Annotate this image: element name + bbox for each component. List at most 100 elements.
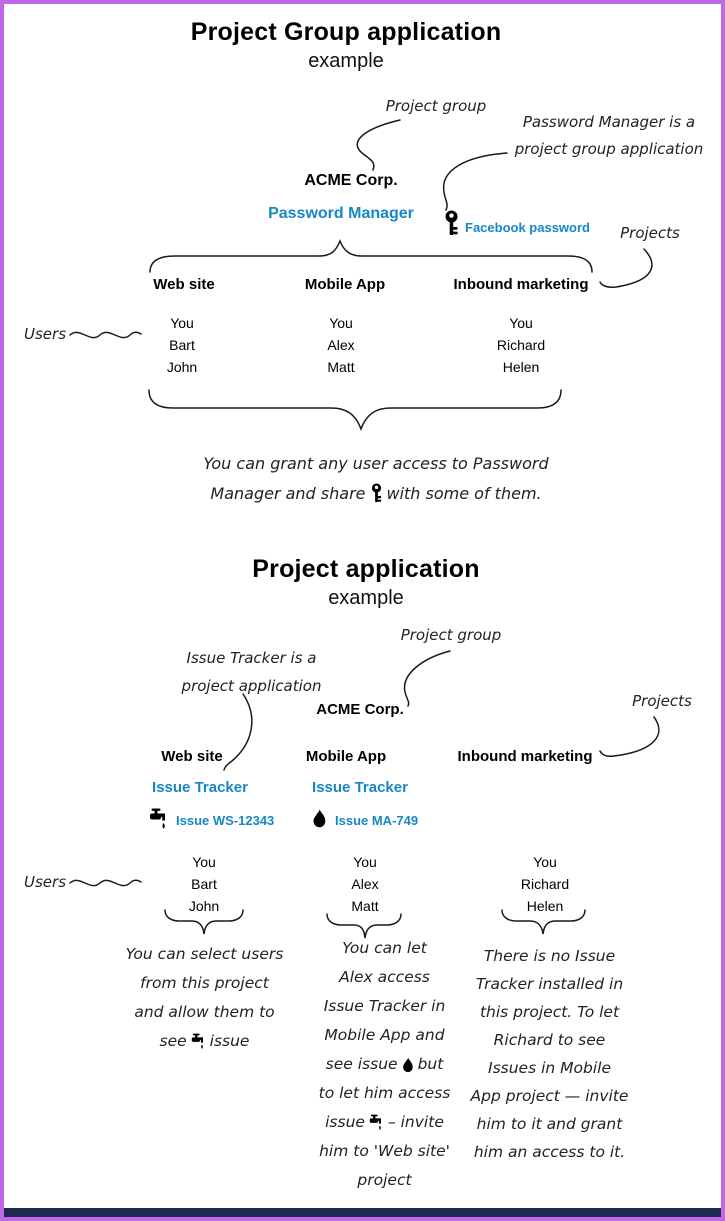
user-name: Bart	[191, 876, 217, 892]
user-name: Matt	[327, 359, 355, 375]
issue-label: Issue MA-749	[335, 813, 419, 828]
group-app-name: Password Manager	[268, 205, 414, 222]
note-line: Tracker installed in	[475, 975, 624, 993]
project-example-title: Project application	[252, 555, 480, 583]
annotation-app-note-top: Password Manager is a project group appl…	[502, 109, 716, 163]
project-users-list: You Alex Matt	[281, 312, 401, 378]
annotation-app-note-bottom: Issue Tracker is a project application	[169, 644, 334, 700]
faucet-icon	[149, 808, 169, 830]
note-line: to let him access	[318, 1084, 451, 1102]
brace-users-top	[148, 389, 562, 432]
user-name: Helen	[526, 898, 564, 914]
grant-note-text: Manager and share	[210, 484, 366, 503]
flame-icon	[402, 1057, 414, 1073]
project-column-header: Inbound marketing	[457, 748, 593, 765]
note-line: There is no Issue	[483, 947, 616, 965]
note-mobile-app: You can let Alex access Issue Tracker in…	[292, 934, 477, 1195]
note-line: Issues in Mobile	[488, 1059, 611, 1077]
user-name: Alex	[351, 876, 379, 892]
annotation-project-group-top: Project group	[385, 97, 487, 115]
connector-projects-top	[599, 248, 653, 288]
connector-project-group-bottom	[403, 650, 451, 707]
note-line: issue– invite	[292, 1108, 477, 1137]
user-name: You	[353, 854, 377, 870]
squiggle-users-bottom	[69, 879, 142, 887]
connector-app-note-top	[442, 152, 508, 211]
note-line: App project — invite	[470, 1087, 629, 1105]
note-web-site: You can select users from this project a…	[107, 940, 302, 1056]
annotation-projects-top: Projects	[620, 224, 680, 242]
grant-note-text: with some of them.	[386, 484, 542, 503]
flame-icon	[312, 809, 327, 828]
annotation-users-top: Users	[24, 325, 67, 343]
grant-note: You can grant any user access to Passwor…	[151, 449, 601, 509]
annotation-line: project group application	[514, 140, 704, 158]
password-item-label: Facebook password	[465, 220, 590, 235]
user-name: You	[192, 854, 216, 870]
project-column-header: Web site	[161, 748, 223, 765]
group-example-subtitle: example	[308, 50, 384, 72]
project-column-header: Mobile App	[304, 276, 386, 293]
note-line: Mobile App and	[324, 1026, 445, 1044]
key-icon	[370, 483, 383, 503]
project-column-header: Web site	[153, 276, 215, 293]
project-users-list: You Alex Matt	[305, 851, 425, 917]
user-name: Richard	[520, 876, 570, 892]
annotation-users-bottom: Users	[24, 873, 67, 891]
user-name: You	[509, 315, 533, 331]
note-line: this project. To let	[479, 1003, 620, 1021]
note-text: – invite	[387, 1113, 444, 1131]
grant-note-line: You can grant any user access to Passwor…	[203, 454, 549, 473]
note-line: see issue but	[292, 1050, 477, 1079]
note-line: Alex access	[339, 968, 430, 986]
note-line: him to it and grant	[476, 1115, 623, 1133]
user-name: Matt	[351, 898, 379, 914]
project-column-header: Mobile App	[305, 748, 387, 765]
user-name: You	[533, 854, 557, 870]
note-text: but	[417, 1055, 444, 1073]
note-line: him an access to it.	[473, 1143, 626, 1161]
user-name: You	[170, 315, 194, 331]
annotation-line: project application	[181, 677, 322, 695]
note-text: see	[159, 1032, 187, 1050]
user-name: You	[329, 315, 353, 331]
annotation-projects-bottom: Projects	[632, 692, 692, 710]
group-example-title: Project Group application	[190, 18, 502, 46]
faucet-icon	[369, 1114, 384, 1131]
user-name: John	[166, 359, 198, 375]
user-name: Alex	[327, 337, 355, 353]
project-users-list: You Richard Helen	[485, 851, 605, 917]
project-org-name: ACME Corp.	[316, 701, 404, 718]
connector-projects-bottom	[599, 716, 660, 757]
brace-projects-top	[149, 238, 593, 273]
note-text: issue	[209, 1032, 250, 1050]
connector-project-group-top	[356, 119, 401, 171]
grant-note-line: Manager and share with some of them.	[151, 479, 601, 509]
annotation-line: Issue Tracker is a	[186, 649, 317, 667]
project-column-header: Inbound marketing	[453, 276, 589, 293]
note-text: see issue	[325, 1055, 398, 1073]
user-name: Bart	[169, 337, 195, 353]
footer-bar	[4, 1208, 721, 1217]
user-name: John	[188, 898, 220, 914]
annotation-project-group-bottom: Project group	[400, 626, 502, 644]
project-app-name: Issue Tracker	[312, 779, 408, 796]
note-inbound-marketing: There is no Issue Tracker installed in t…	[452, 942, 647, 1166]
note-line: project	[357, 1171, 412, 1189]
project-app-name: Issue Tracker	[152, 779, 248, 796]
group-org-name: ACME Corp.	[304, 172, 398, 189]
project-users-list: You Richard Helen	[461, 312, 581, 378]
issue-label: Issue WS-12343	[176, 813, 275, 828]
note-line: him to 'Web site'	[319, 1142, 450, 1160]
key-icon	[443, 210, 460, 236]
note-line: Richard to see	[493, 1031, 606, 1049]
project-users-list: You Bart John	[122, 312, 242, 378]
note-line: from this project	[140, 974, 269, 992]
project-users-list: You Bart John	[144, 851, 264, 917]
note-line: see issue	[107, 1027, 302, 1056]
annotation-line: Password Manager is a	[522, 113, 696, 131]
project-example-subtitle: example	[328, 587, 404, 609]
faucet-icon	[191, 1033, 206, 1050]
note-line: You can let	[342, 939, 427, 957]
